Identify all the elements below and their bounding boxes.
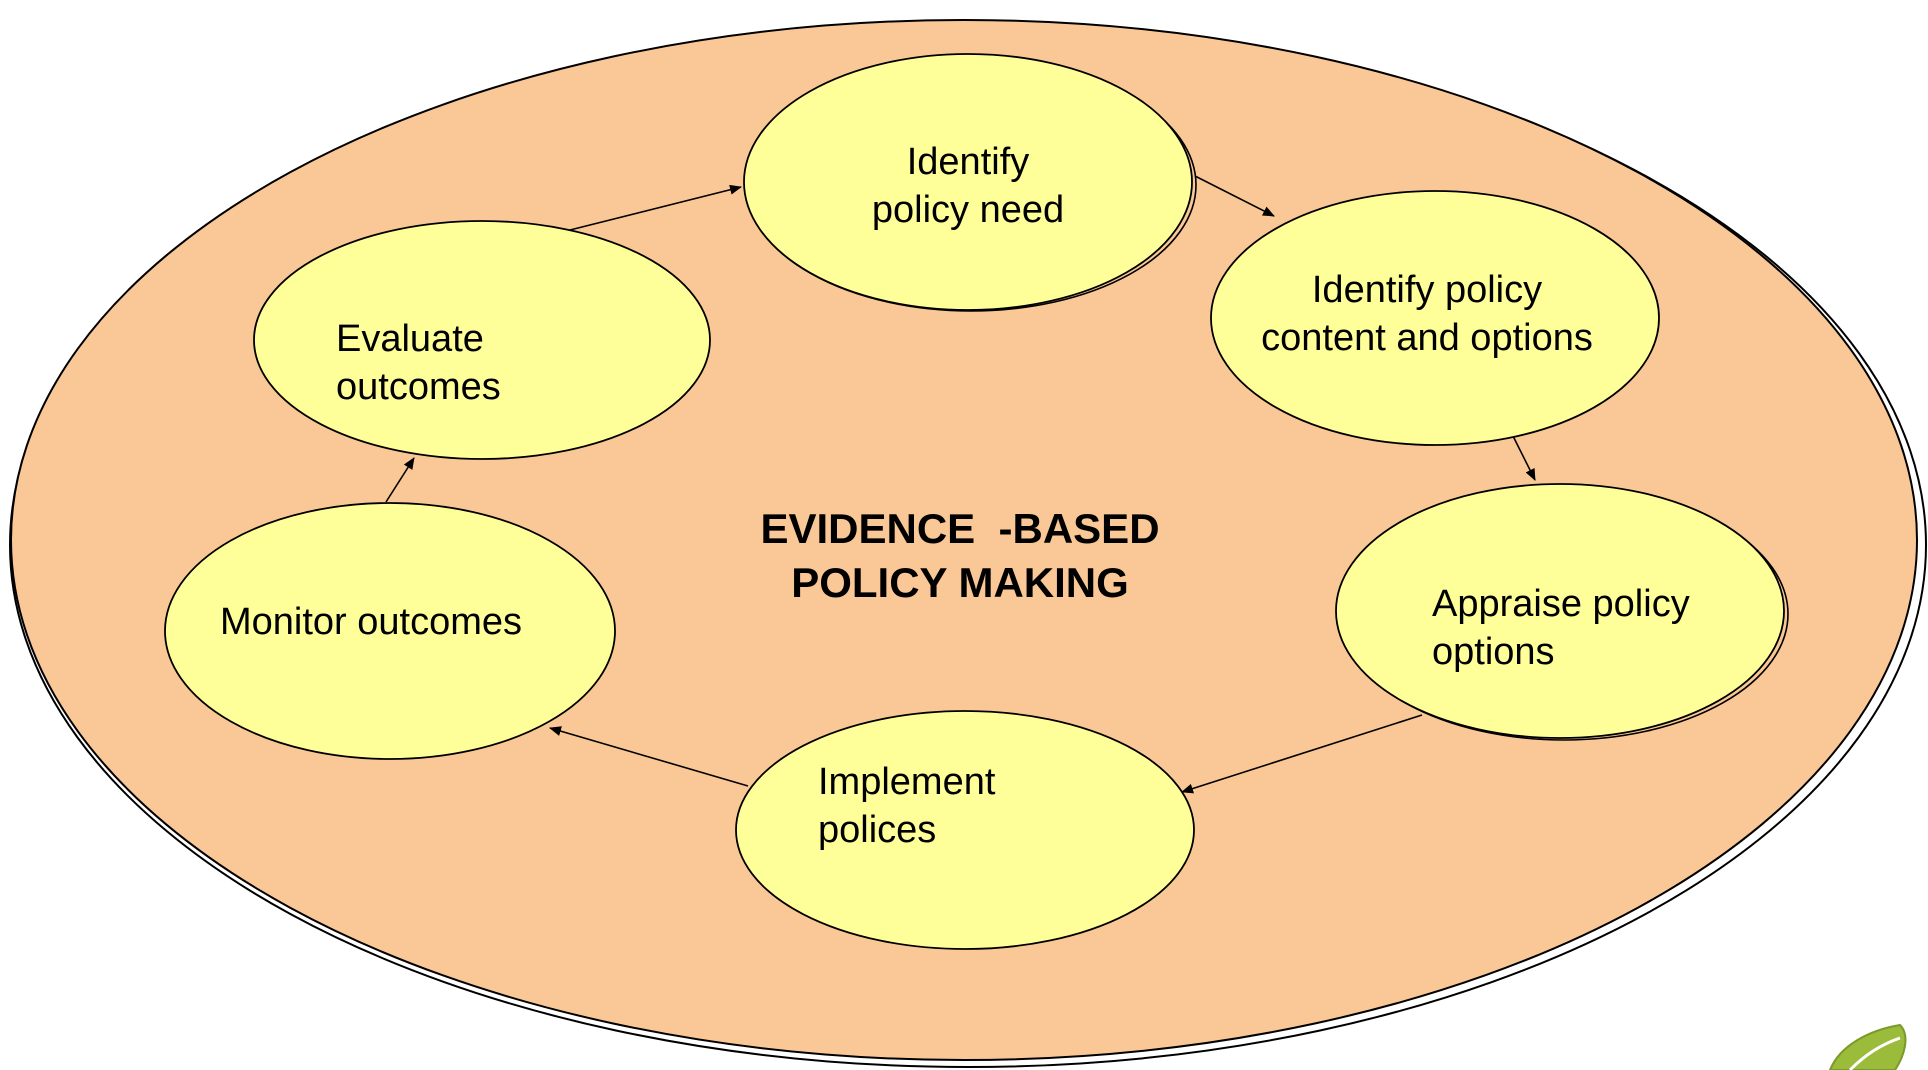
node-identify-need [743,53,1193,311]
center-title-line1: EVIDENCE -BASED [760,505,1160,552]
label-identify-content-line2: content and options [1261,317,1593,359]
label-appraise-line1: Appraise policy [1432,583,1690,625]
label-evaluate-line1: Evaluate [336,318,484,360]
arrow-content-to-appraise [1511,433,1536,481]
arrow-appraise-to-implement [1181,714,1423,794]
arrow-evaluate-to-need [565,184,742,232]
label-implement-line2: polices [818,809,937,851]
arrow-monitor-to-evaluate [385,457,415,503]
label-evaluate-line2: outcomes [336,366,501,408]
node-identify-content [1210,190,1660,446]
label-identify-need-line2: policy need [871,189,1065,231]
leaf-logo [1828,1023,1907,1070]
label-identify-content: Identify policy content and options [1250,266,1604,362]
label-implement-line1: Implement [818,761,996,803]
label-appraise-line2: options [1432,631,1555,673]
node-evaluate [253,220,711,460]
label-identify-need: Identify policy need [868,138,1068,234]
node-monitor [164,502,616,760]
arrow-need-to-content [1194,175,1275,217]
label-identify-content-line1: Identify policy [1311,269,1543,311]
center-title-line2: POLICY MAKING [791,559,1129,606]
label-monitor-line1: Monitor outcomes [220,601,523,643]
node-appraise [1335,483,1785,739]
label-evaluate: Evaluate outcomes [336,315,501,411]
node-implement [735,710,1195,950]
label-appraise: Appraise policy options [1432,580,1690,676]
center-title: EVIDENCE -BASED POLICY MAKING [700,502,1220,610]
label-monitor: Monitor outcomes [220,598,522,646]
label-identify-need-line1: Identify [906,141,1030,183]
arrow-implement-to-monitor [549,726,749,787]
label-implement: Implement polices [818,758,995,854]
